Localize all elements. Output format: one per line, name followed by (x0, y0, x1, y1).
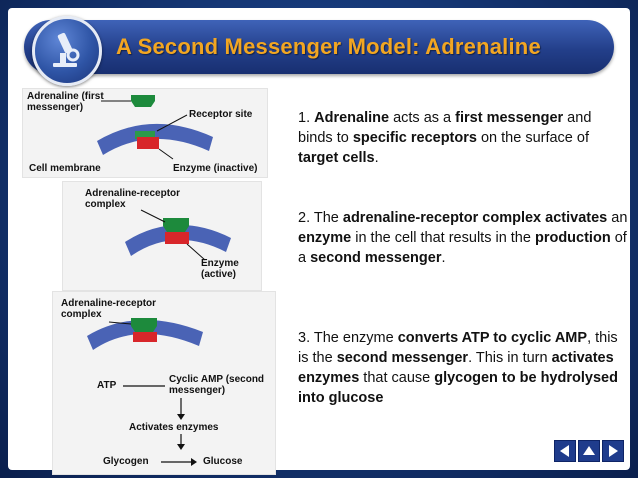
step-2-text: 2. The adrenaline-receptor complex activ… (298, 210, 628, 266)
arrow-down-icon (177, 414, 185, 420)
receptor-site-label: Receptor site (189, 109, 253, 120)
glycogen-label: Glycogen (103, 456, 149, 467)
microscope-logo-icon (32, 16, 102, 86)
enzyme-inactive-label: Enzyme (inactive) (173, 163, 258, 174)
enzyme-active (165, 232, 189, 244)
previous-icon (560, 445, 569, 457)
next-slide-button[interactable] (602, 440, 624, 462)
cell-membrane-label: Cell membrane (29, 163, 101, 174)
adrenaline-molecule (131, 95, 155, 107)
enzyme-inactive (137, 137, 159, 149)
step-3-text: 3. The enzyme converts ATP to cyclic AMP… (298, 330, 618, 406)
receptor-site (135, 131, 155, 139)
glucose-label: Glucose (203, 456, 243, 467)
atp-label: ATP (97, 380, 117, 391)
previous-slide-button[interactable] (554, 440, 576, 462)
cell-membrane (125, 224, 231, 256)
enzyme (133, 332, 157, 342)
home-icon (583, 446, 595, 455)
cell-membrane (87, 319, 203, 350)
next-icon (609, 445, 618, 457)
home-button[interactable] (578, 440, 600, 462)
title-bar: A Second Messenger Model: Adrenaline (24, 20, 614, 74)
cell-membrane (97, 123, 213, 155)
activates-enzymes-label: Activates enzymes (129, 422, 219, 433)
adrenaline-receptor-complex (163, 218, 189, 232)
arrow-right-icon (191, 458, 197, 466)
slide: A Second Messenger Model: Adrenaline Adr… (8, 8, 630, 475)
slide-title: A Second Messenger Model: Adrenaline (116, 34, 541, 59)
arrow-down-icon (177, 444, 185, 450)
adrenaline-receptor-complex (131, 318, 157, 332)
step-1-text: 1. Adrenaline acts as a first messenger … (298, 110, 592, 166)
enzyme-active-label: Enzyme(active) (201, 258, 239, 280)
